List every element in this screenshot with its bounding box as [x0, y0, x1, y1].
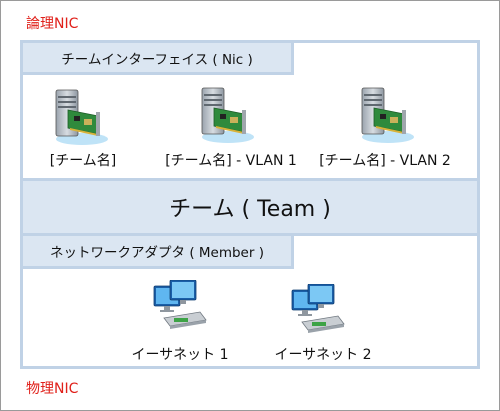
team-interface-label: [チーム名] [49, 153, 117, 169]
member-label: イーサネット 1 [131, 347, 229, 363]
network-adapter-icon [291, 284, 345, 333]
physical-nic-label: 物理NIC [26, 381, 79, 397]
logical-nic-label: 論理NIC [26, 16, 79, 32]
team-interface-label: [チーム名] - VLAN 1 [165, 153, 297, 169]
team-band: チーム ( Team ) [20, 178, 480, 236]
server-with-nic-icon [55, 89, 108, 145]
server-with-nic-icon [201, 87, 254, 143]
member-label: イーサネット 2 [274, 347, 372, 363]
team-interface-header: チームインターフェイス ( Nic ) [20, 40, 294, 75]
network-adapter-header: ネットワークアダプタ ( Member ) [20, 233, 294, 269]
team-interface-label: [チーム名] - VLAN 2 [319, 153, 451, 169]
server-with-nic-icon [361, 87, 414, 143]
network-adapter-icon [153, 280, 207, 329]
